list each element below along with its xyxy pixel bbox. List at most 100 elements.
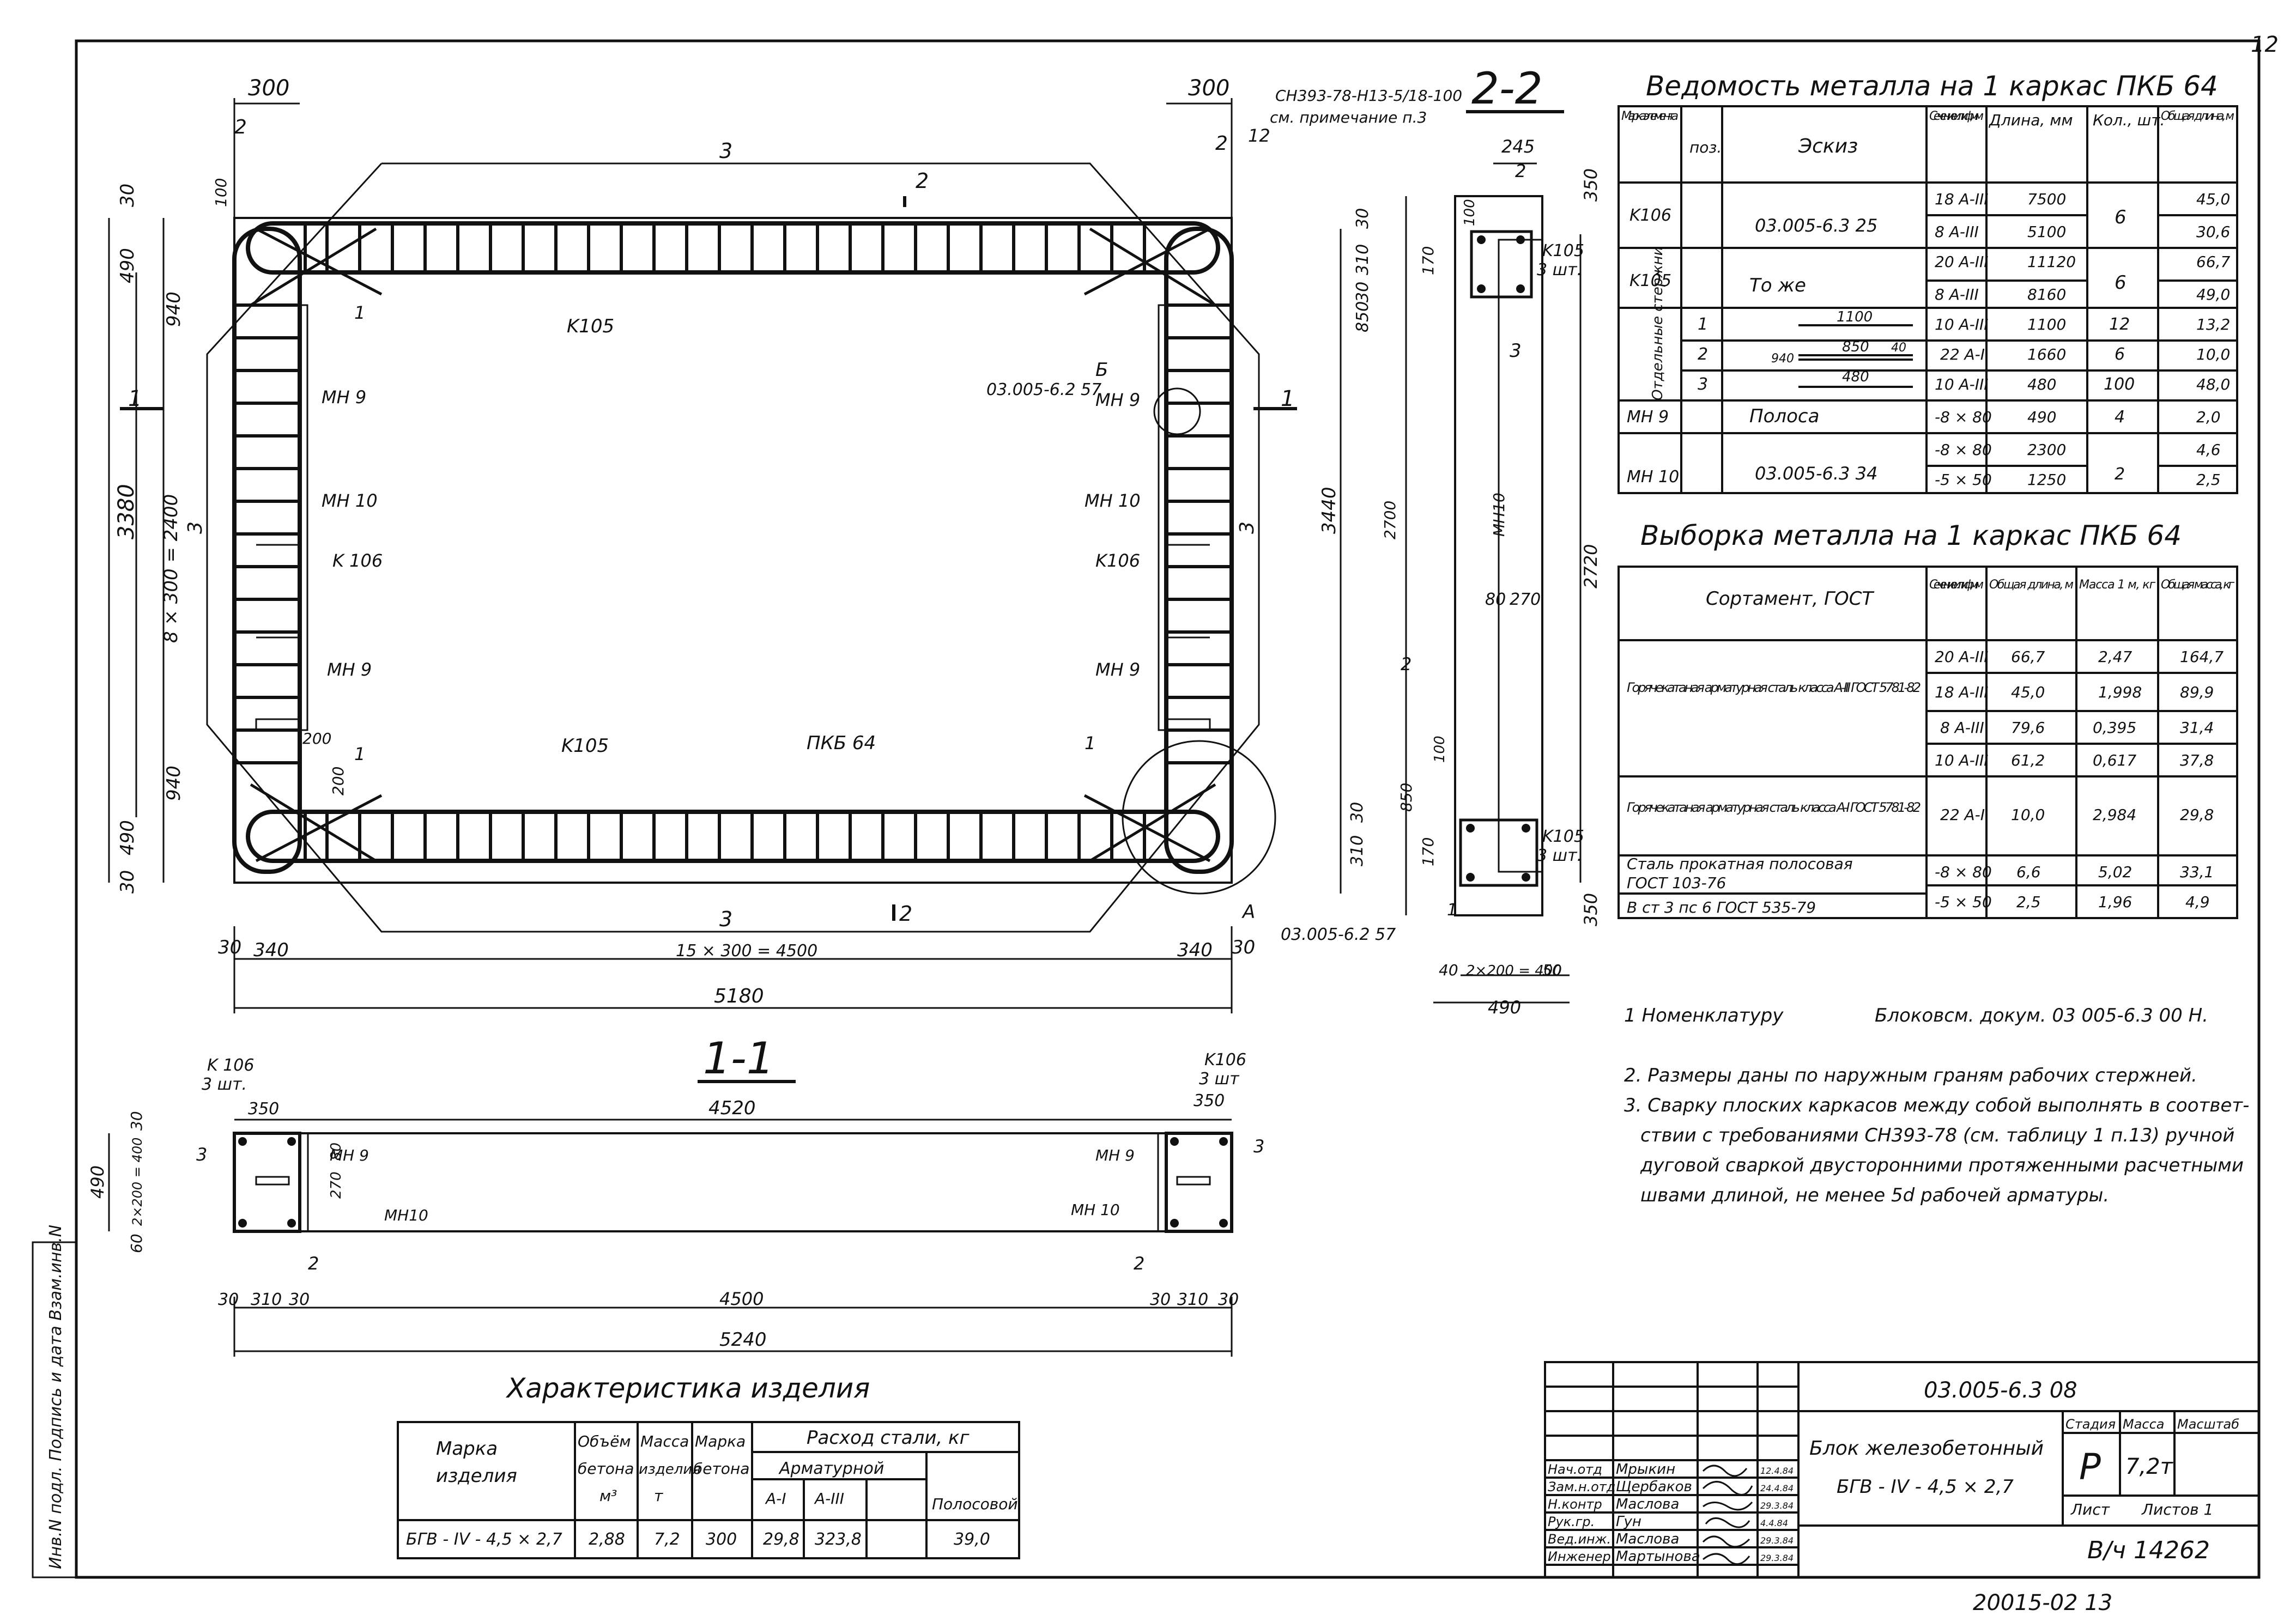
- plan-dim-b340r: 340: [1177, 939, 1213, 961]
- tb-p5-name: Мартынова: [1616, 1548, 1700, 1565]
- ved-r5-extra1: 940: [1771, 352, 1794, 366]
- s11-dim-4520: 4520: [708, 1097, 756, 1119]
- ved-r5-len: 1660: [2027, 345, 2066, 363]
- ved-group-label: Отдельные стержни: [1650, 246, 1666, 400]
- s11-dim-350-right: 350: [1194, 1091, 1225, 1110]
- s11-b-30b: 30: [289, 1290, 310, 1309]
- plan-bar3-bottom: 3: [719, 907, 732, 931]
- s22-dim-3440: 3440: [1318, 487, 1340, 534]
- ved-r6-total: 48,0: [2196, 375, 2230, 393]
- vyb-h-tot: Общая масса, кг: [2161, 578, 2234, 592]
- s11-dim-80: 80: [328, 1143, 344, 1161]
- s11-bar3-left: 3: [196, 1144, 207, 1165]
- s22-dim-40: 40: [1439, 961, 1458, 979]
- vyb-h-len: Общая длина, м: [1989, 578, 2074, 592]
- char-h-mass: Масса: [640, 1432, 689, 1450]
- note-3d: швами длиной, не менее 5d рабочей армату…: [1640, 1184, 2109, 1206]
- tb-p0-role: Нач.отд: [1548, 1462, 1602, 1477]
- ved-r9-sec: -5 × 50: [1935, 471, 1992, 489]
- ved-r3-len: 8160: [2027, 285, 2066, 303]
- s11-bar2-left: 2: [308, 1253, 319, 1274]
- ved-r0-qty: 6: [2115, 206, 2127, 228]
- s11-b-4500: 4500: [719, 1289, 764, 1309]
- ved-r7-qty: 4: [2115, 408, 2125, 427]
- s22-k105-a-qty: 3 шт.: [1537, 260, 1582, 280]
- tb-p3-role: Рук.гр.: [1548, 1514, 1595, 1529]
- s11-dim-350-left: 350: [248, 1099, 279, 1119]
- vyb-r4-sec: 22 A-I: [1940, 806, 1985, 824]
- s11-mn9-left: MH 9: [330, 1146, 369, 1164]
- tb-p1-name: Щербаков: [1616, 1479, 1692, 1495]
- tb-p1-role: Зам.н.отд: [1548, 1479, 1615, 1495]
- vyb-r3-tot: 37,8: [2180, 751, 2214, 769]
- plan-bar1-c: 1: [1085, 733, 1095, 754]
- s22-dim-80: 80: [1485, 590, 1506, 609]
- ved-h-pos: поз.: [1689, 138, 1722, 156]
- char-h-mark2: изделия: [436, 1465, 517, 1487]
- ved-r0-sketch: 03.005-6.3 25: [1755, 215, 1877, 236]
- ved-r6-qty: 100: [2104, 375, 2135, 394]
- s22-dim-350b: 350: [1580, 893, 1601, 926]
- ved-r7-total: 2,0: [2196, 408, 2221, 426]
- tb-p0-date: 12.4.84: [1760, 1466, 1794, 1476]
- note-1b: Блоковсм. докум. 03 005-6.3 00 Н.: [1875, 1005, 2208, 1026]
- char-h-a3: А-III: [814, 1490, 844, 1508]
- char-h-vol3: м³: [599, 1487, 617, 1505]
- ved-r7-sketch: Полоса: [1749, 405, 1819, 427]
- s22-dim-850a: 850: [1353, 301, 1372, 332]
- vyborka-table: Выборка металла на 1 каркас ПКБ 64 Сорта…: [1618, 520, 2238, 919]
- s22-dim-30a: 30: [1353, 208, 1372, 229]
- s22-dim-270: 270: [1510, 590, 1541, 609]
- ved-h-sketch: Эскиз: [1798, 135, 1858, 157]
- s11-bar2-right: 2: [1134, 1253, 1144, 1274]
- ved-r1-sec: 8 A-III: [1935, 223, 1979, 241]
- plan-mn9-a: MH 9: [322, 387, 366, 408]
- char-row-vol: 2,88: [589, 1530, 625, 1549]
- s22-dim-100: 100: [1462, 199, 1478, 226]
- ved-r0-total: 45,0: [2196, 190, 2230, 208]
- s11-mn10-left: MH10: [384, 1206, 428, 1224]
- tb-code: В/ч 14262: [2087, 1536, 2210, 1564]
- note-1a: 1 Номенклатуру: [1624, 1005, 1784, 1026]
- ved-r5-sec: 22 A-I: [1940, 345, 1985, 363]
- ved-r2-len: 11120: [2027, 253, 2076, 271]
- ved-r9-mark: MH 10: [1627, 467, 1679, 487]
- tb-p4-name: Маслова: [1616, 1531, 1679, 1547]
- ved-r1-len: 5100: [2027, 223, 2066, 241]
- plan-stirrups: [235, 224, 1231, 860]
- note-2: 2. Размеры даны по наружным граням рабоч…: [1624, 1065, 2197, 1086]
- s11-bar3-right: 3: [1253, 1136, 1264, 1157]
- tb-sheets-h: Листов 1: [2141, 1500, 2213, 1518]
- plan-ref-b: Б: [1095, 359, 1108, 381]
- vyb-h-sec: Сечение или ф,мм: [1929, 578, 1984, 592]
- s11-dim-270: 270: [328, 1171, 344, 1199]
- char-h-vol2: бетона: [578, 1460, 634, 1478]
- ved-r9-qty: 2: [2115, 465, 2125, 484]
- tb-p0-name: Мрыкин: [1616, 1461, 1675, 1478]
- signature-marks: [1702, 1465, 1753, 1565]
- tb-p5-date: 29.3.84: [1760, 1553, 1794, 1563]
- tb-stage: Р: [2079, 1446, 2101, 1488]
- s22-dim-2720: 2720: [1580, 544, 1601, 588]
- char-row-strip: 39,0: [954, 1530, 990, 1549]
- vyb-r2-tot: 31,4: [2180, 719, 2214, 737]
- s22-dim-2a: 2: [1515, 161, 1526, 181]
- s11-b-total: 5240: [719, 1329, 767, 1351]
- s11-k106-right: K106: [1204, 1050, 1246, 1070]
- notes: 1 Номенклатуру Блоковсм. докум. 03 005-6…: [1624, 1005, 2249, 1206]
- note-3a: 3. Сварку плоских каркасов между собой в…: [1624, 1095, 2249, 1116]
- plan-mn10-a: MH 10: [322, 490, 378, 511]
- vedomost-table: Ведомость металла на 1 каркас ПКБ 64 Мар…: [1618, 70, 2238, 494]
- ved-r9-sketch: 03.005-6.3 34: [1755, 463, 1877, 484]
- s11-b-30d: 30: [1218, 1290, 1239, 1309]
- vyb-r4-m1: 2,984: [2093, 806, 2136, 824]
- vyb-r5-sec: -8 × 80: [1935, 863, 1992, 881]
- ved-r5-extra2: 40: [1891, 341, 1906, 355]
- ved-r5-pos: 2: [1698, 345, 1708, 364]
- ved-r0-len: 7500: [2027, 190, 2066, 208]
- plan-label-2a: 2: [234, 116, 247, 138]
- vyb-r0-tot: 164,7: [2180, 648, 2224, 666]
- s11-dim-60: 60: [128, 1234, 146, 1253]
- vyb-r3-sec: 10 A-III: [1935, 751, 1989, 769]
- ved-r2-qty: 6: [2115, 272, 2127, 294]
